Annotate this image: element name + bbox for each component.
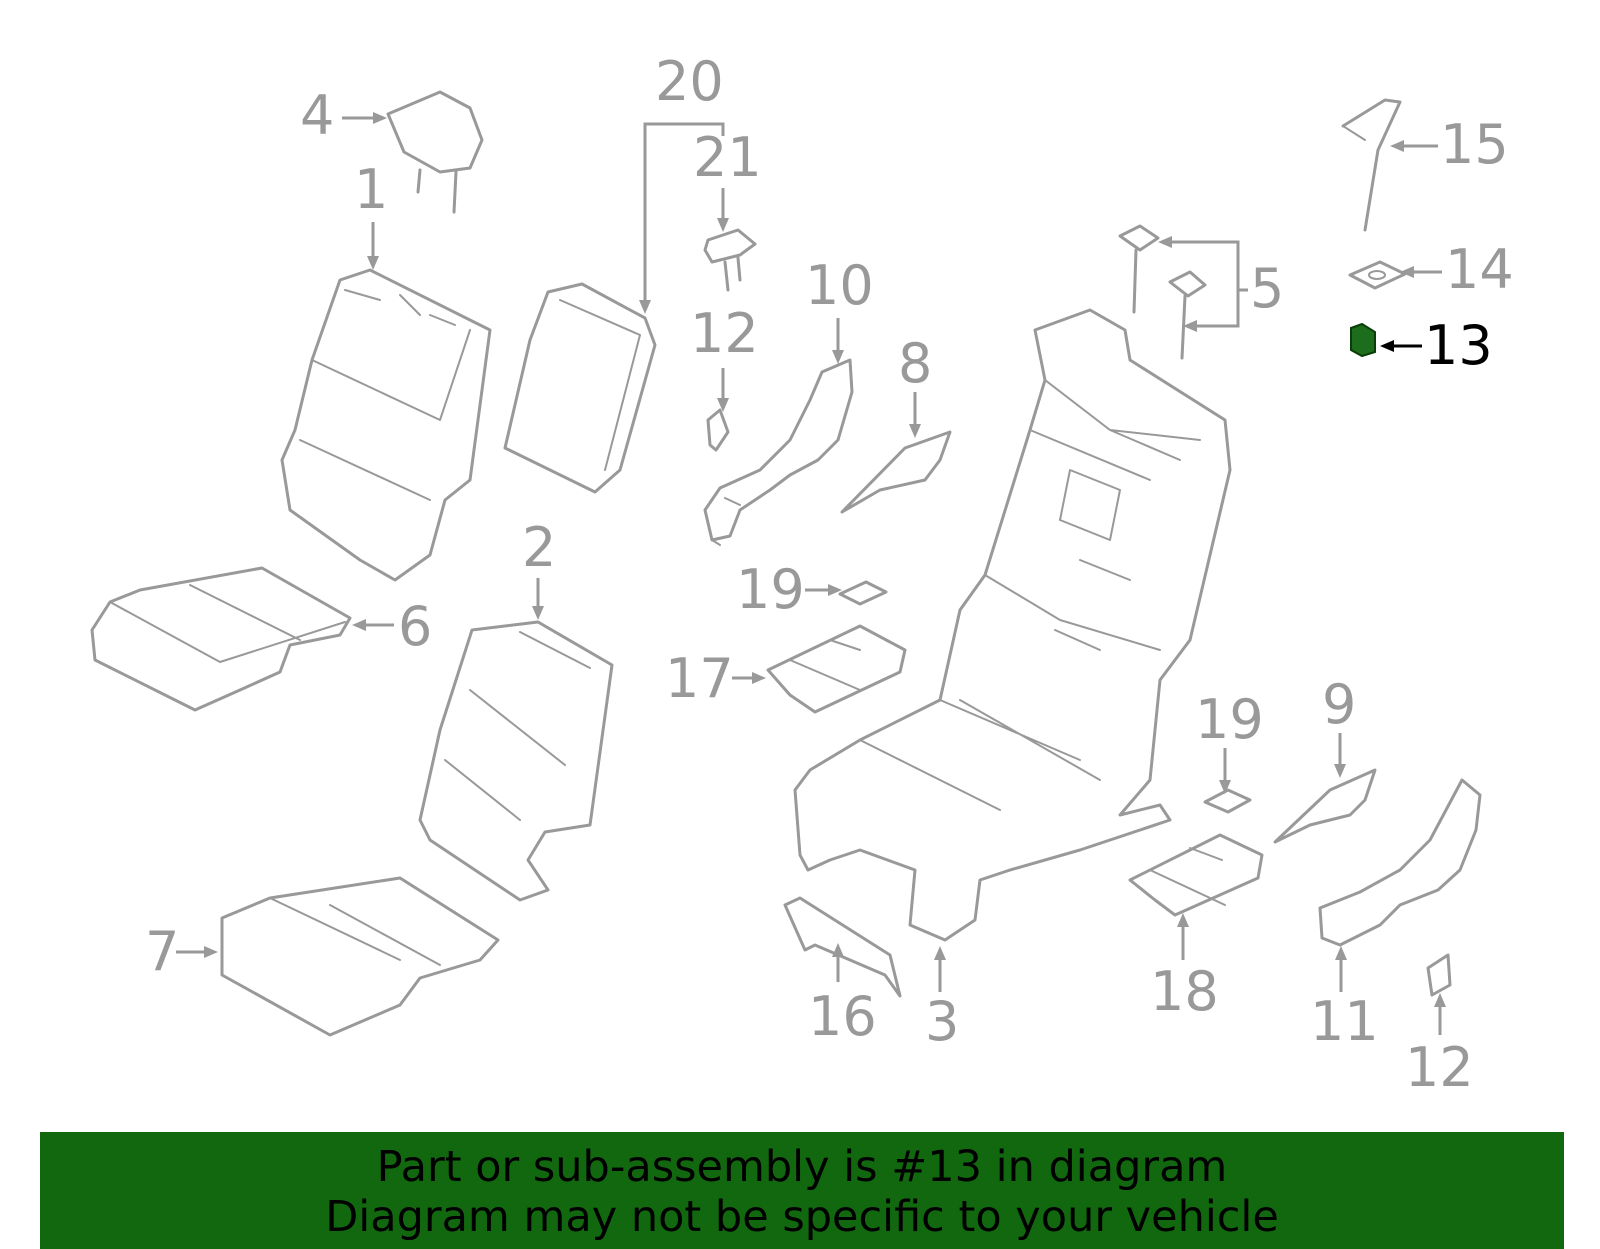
label-10: 10 (805, 254, 874, 317)
label-6: 6 (398, 595, 432, 658)
label-7: 7 (145, 920, 179, 983)
label-13-highlighted: 13 (1424, 314, 1493, 377)
label-2: 2 (522, 516, 556, 579)
part-5-guide-bolts (1118, 224, 1207, 360)
part-19-clip-upper (838, 580, 888, 606)
part-14-washer (1348, 260, 1407, 290)
label-11: 11 (1310, 990, 1379, 1053)
part-13-highlighted (1350, 322, 1376, 358)
seat-parts-diagram: 4 1 20 21 12 10 8 19 17 2 6 7 5 15 14 13… (90, 50, 1514, 1099)
label-17: 17 (665, 647, 734, 710)
label-5: 5 (1250, 257, 1284, 320)
label-12-lower: 12 (1405, 1036, 1474, 1099)
part-11-hinge (1318, 778, 1482, 947)
info-banner: Part or sub-assembly is #13 in diagram D… (40, 1132, 1564, 1249)
label-21: 21 (693, 126, 762, 189)
part-18-cover (1128, 833, 1264, 917)
leader-lines (176, 112, 1446, 1035)
label-9: 9 (1322, 673, 1356, 736)
part-2-backrest-frame (418, 620, 614, 902)
part-17-cover (766, 624, 907, 714)
banner-line-2: Diagram may not be specific to your vehi… (325, 1192, 1279, 1242)
part-9-trim (1273, 768, 1377, 844)
label-18: 18 (1150, 960, 1219, 1023)
part-21-latch (703, 228, 757, 292)
part-20-backrest-panel (503, 282, 657, 494)
part-8-trim (840, 430, 952, 514)
label-1: 1 (354, 158, 388, 221)
label-15: 15 (1440, 113, 1509, 176)
label-16: 16 (808, 985, 877, 1048)
label-19-lower: 19 (1195, 688, 1264, 751)
label-3: 3 (925, 990, 959, 1053)
part-6-cushion-cover (90, 566, 352, 712)
label-20: 20 (655, 50, 724, 113)
part-16-panel (783, 896, 902, 998)
label-12-upper: 12 (690, 302, 759, 365)
part-19-clip-lower (1203, 788, 1252, 814)
part-12-clip-upper (706, 408, 730, 452)
part-7-cushion (220, 876, 500, 1037)
label-14: 14 (1445, 238, 1514, 301)
callout-labels: 4 1 20 21 12 10 8 19 17 2 6 7 5 15 14 13… (145, 50, 1514, 1099)
label-19-upper: 19 (736, 558, 805, 621)
part-10-hinge-bracket (703, 358, 854, 546)
part-12-clip-lower (1426, 953, 1452, 997)
part-4-headrest (386, 90, 484, 214)
part-3-seat-frame (793, 308, 1232, 942)
banner-line-1: Part or sub-assembly is #13 in diagram (376, 1142, 1228, 1192)
part-15-wire (1341, 98, 1402, 232)
part-1-seatback-cover (280, 268, 492, 582)
label-8: 8 (898, 332, 932, 395)
label-4: 4 (300, 84, 334, 147)
